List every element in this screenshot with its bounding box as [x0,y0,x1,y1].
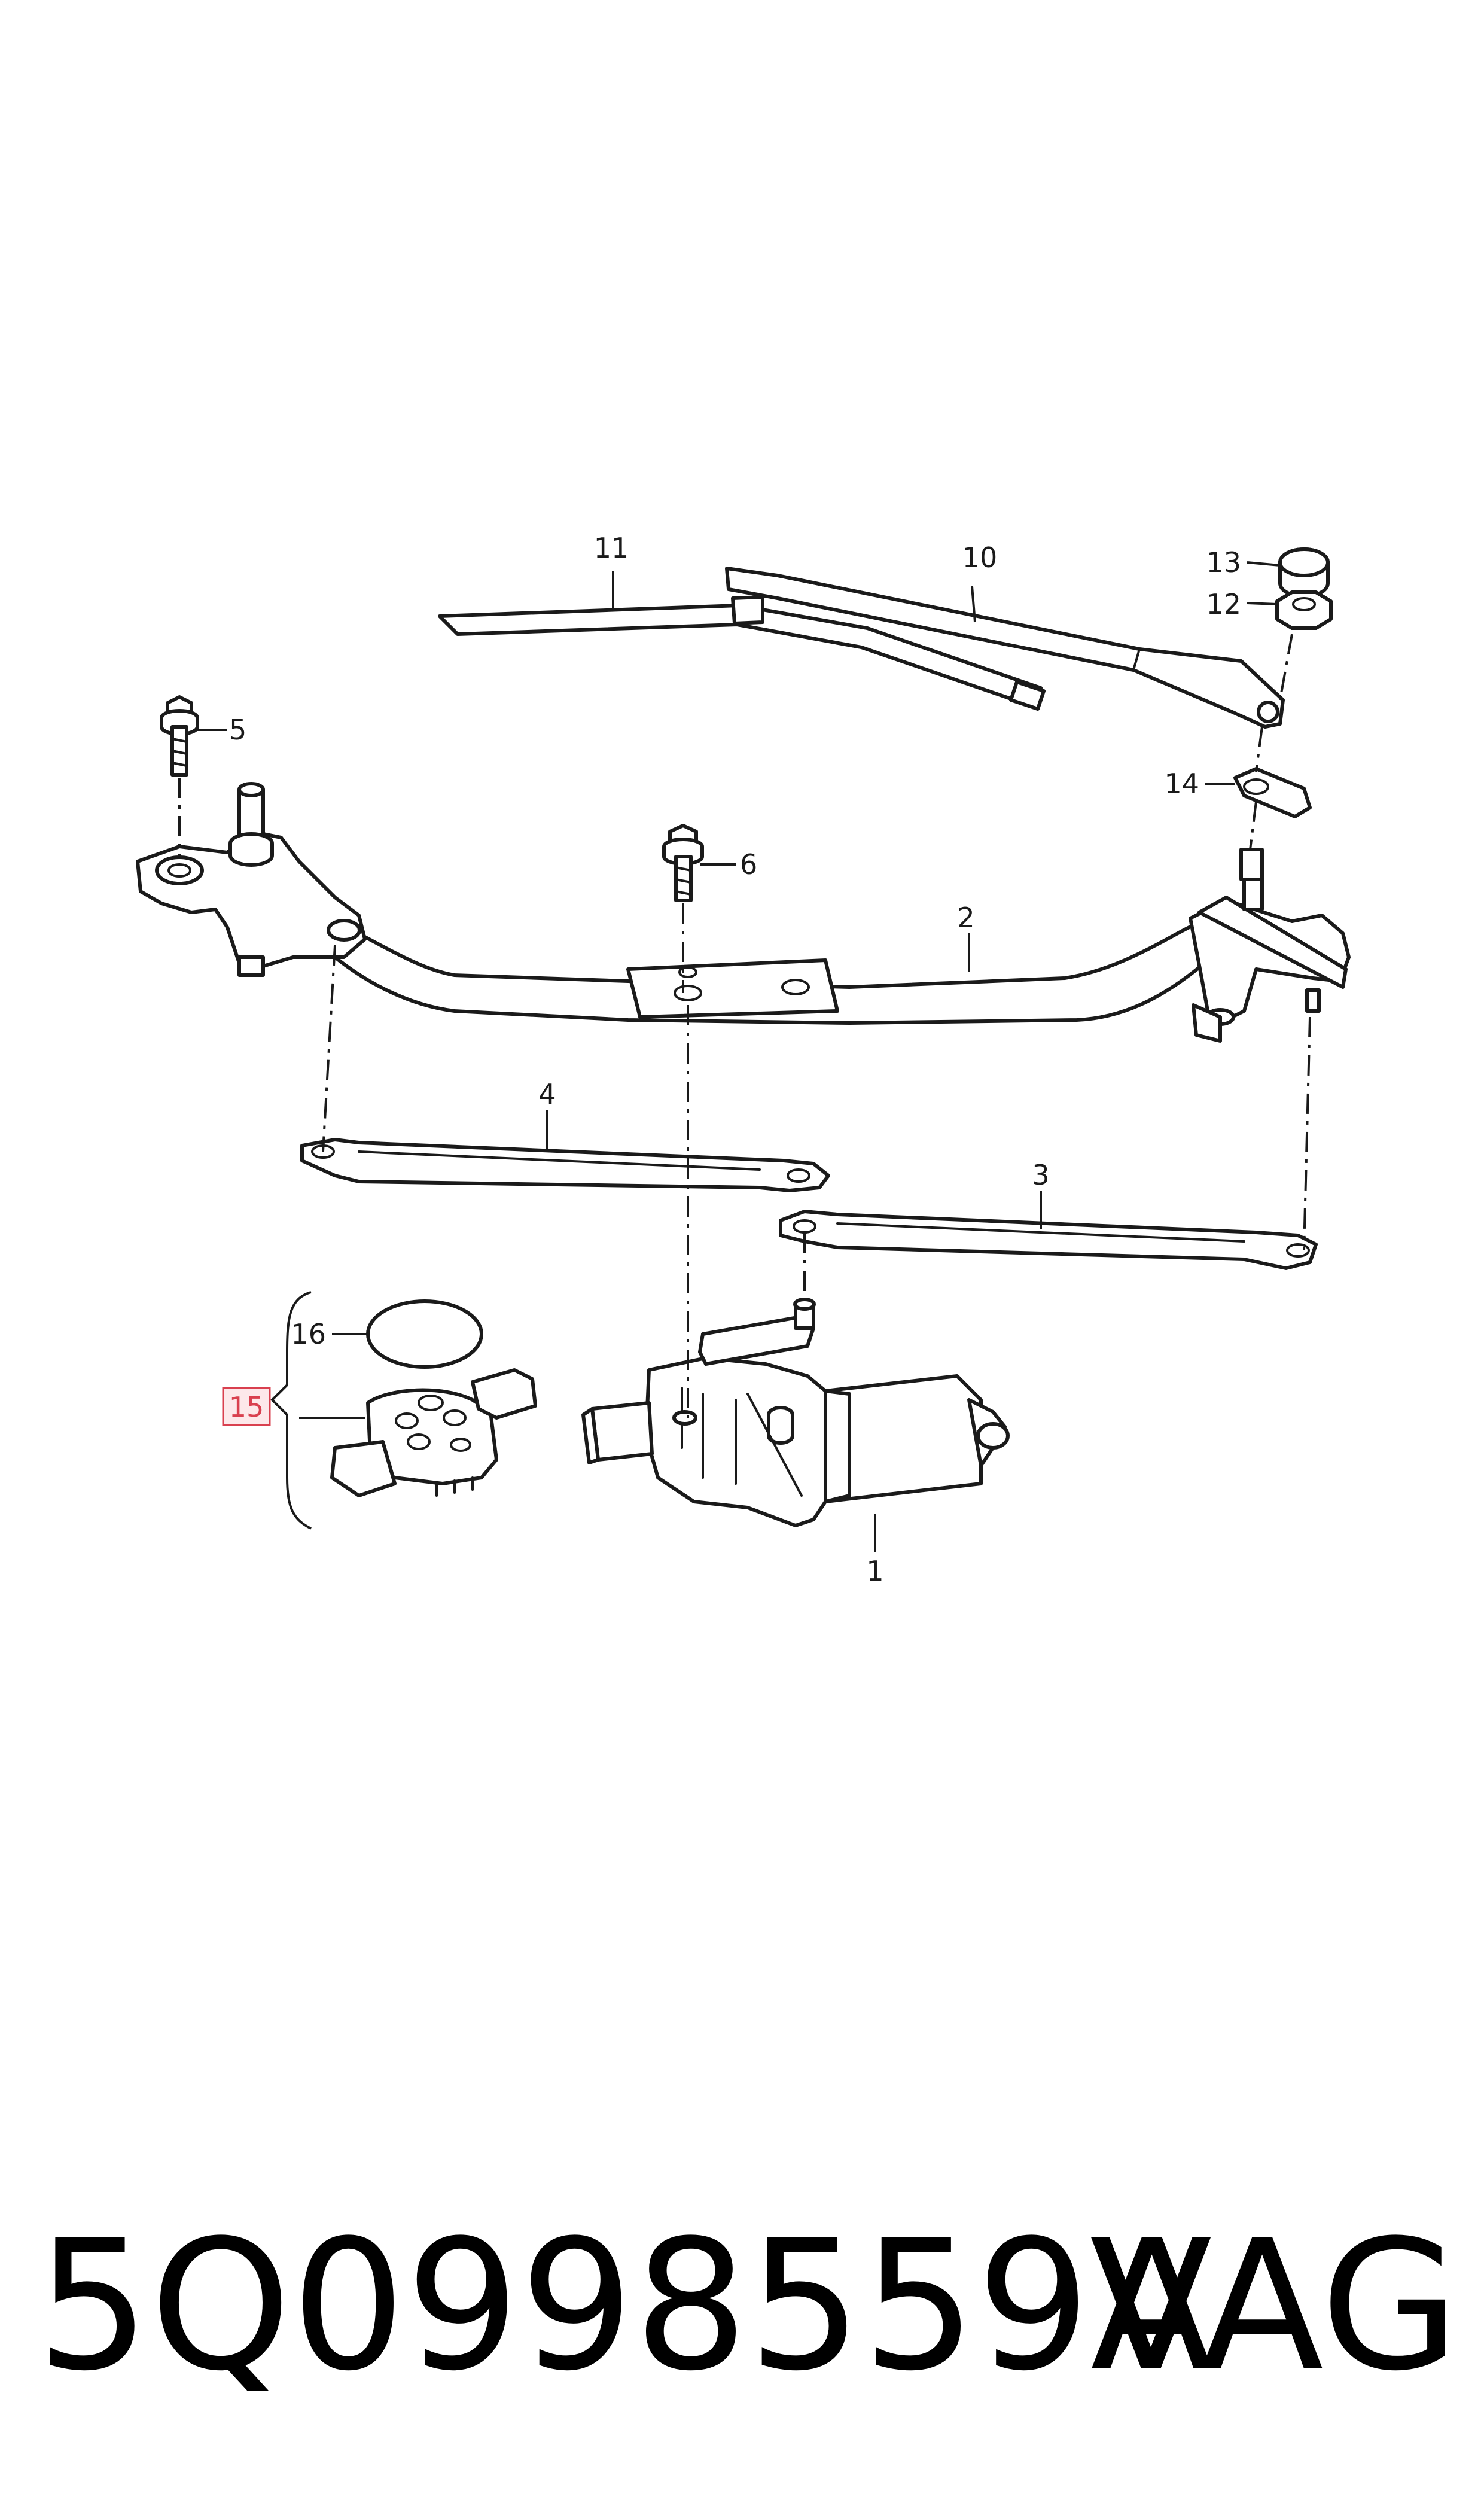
callout-10: 10 [962,541,998,574]
wiper-motor-part-1 [581,1298,1010,1527]
wiper-frame-part-2 [136,782,1351,1043]
callout-16: 16 [291,1318,326,1350]
callout-1: 1 [866,1555,883,1587]
assembly-lines [178,634,1311,1418]
callout-14: 14 [1164,768,1199,800]
callout-15-highlight-box [222,1387,271,1426]
callout-6: 6 [740,848,757,881]
link-rod-part-3 [779,1210,1318,1270]
wiper-blade-part-11 [438,595,1046,711]
callout-11: 11 [594,532,629,564]
part-footer: 5Q0998559A VAG [36,2216,1459,2396]
cap-part-13 [1278,547,1330,598]
seal-ring-part-16 [366,1299,483,1369]
bolt-part-6 [662,824,704,902]
bolt-part-5 [160,695,199,777]
callout-15-highlighted[interactable]: 15 [222,1387,271,1426]
callout-12: 12 [1206,588,1241,620]
seal-part-14 [1233,767,1312,818]
brand-name: VAG [1089,2202,1459,2410]
callout-5: 5 [229,714,246,746]
nut-part-12 [1275,590,1333,630]
callout-2: 2 [957,902,974,934]
leader-lines [194,561,1281,1552]
part-number: 5Q0998559A [36,2202,1214,2410]
callout-4: 4 [538,1078,556,1110]
callout-13: 13 [1206,546,1241,578]
link-rod-part-4 [300,1138,830,1192]
callout-labels: 1 2 3 4 5 6 10 11 12 13 14 16 15 [222,532,1241,1587]
wiper-arm-part-10 [725,567,1285,729]
callout-15: 15 [229,1391,264,1423]
callout-3: 3 [1032,1159,1049,1191]
rain-light-sensor-part-15 [330,1368,537,1497]
